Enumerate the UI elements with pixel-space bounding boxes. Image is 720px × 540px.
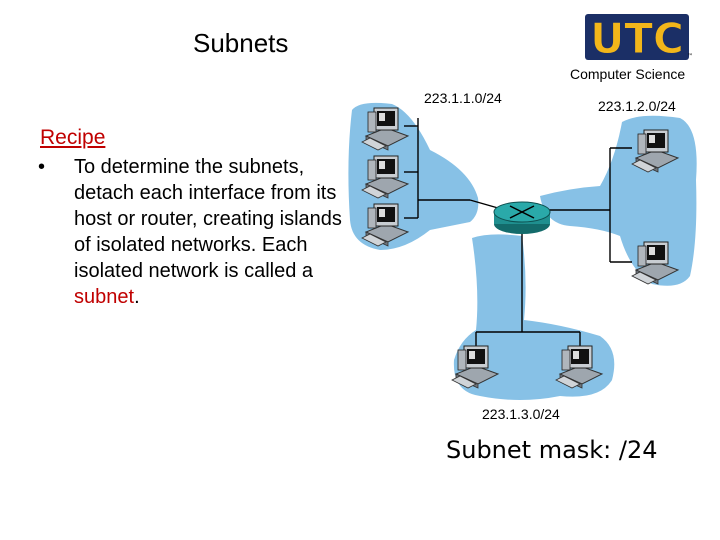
island-subnet-2	[540, 115, 697, 286]
subnet-label-2: 223.1.2.0/24	[598, 98, 676, 114]
subnet-label-1: 223.1.1.0/24	[424, 90, 502, 106]
bullet-highlight: subnet	[74, 286, 135, 308]
bullet-text-end: .	[134, 286, 140, 308]
router-icon	[493, 201, 551, 234]
bullet-text-main: To determine the subnets, detach each in…	[74, 156, 342, 282]
bullet-text: To determine the subnets, detach each in…	[74, 154, 344, 310]
network-links	[404, 118, 632, 352]
utc-logo: UTC ™	[585, 14, 693, 64]
subnet-label-3: 223.1.3.0/24	[482, 406, 560, 422]
logo-text: UTC	[590, 14, 684, 63]
bullet-marker: •	[38, 156, 46, 178]
subnet-mask-label: Subnet mask: /24	[446, 436, 658, 464]
svg-text:™: ™	[687, 53, 693, 60]
recipe-heading: Recipe	[40, 126, 106, 149]
slide-title: Subnets	[193, 28, 289, 58]
department-label: Computer Science	[570, 66, 686, 82]
